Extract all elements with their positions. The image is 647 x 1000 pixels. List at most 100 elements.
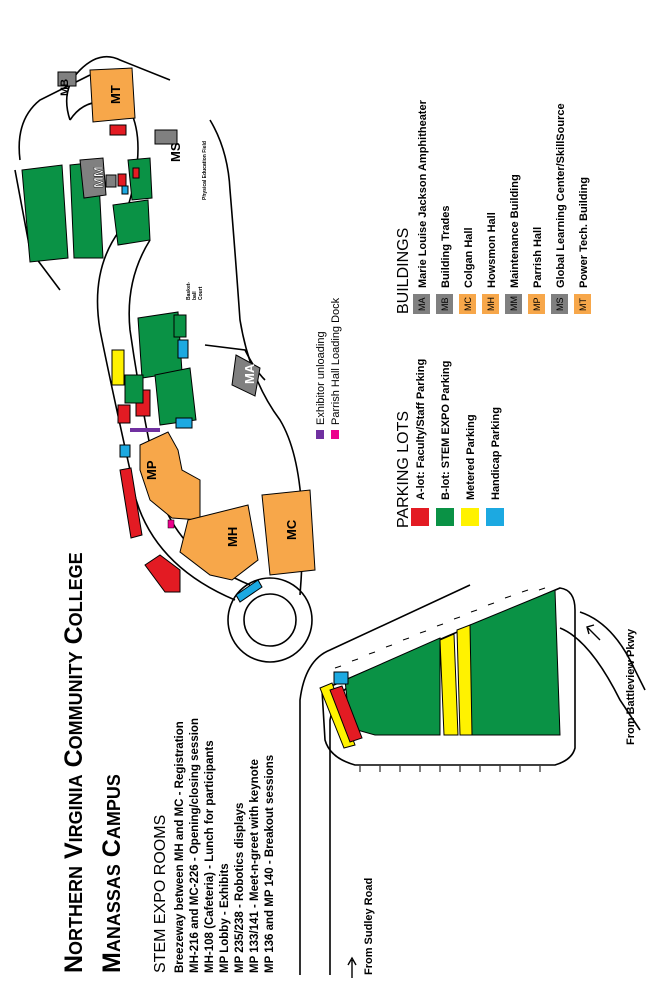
swatch-dock [331, 430, 339, 439]
stem-room-item: MP 235/238 - Robotics displays [234, 803, 246, 973]
b-lot-south-2 [469, 589, 561, 736]
building-mm [79, 157, 107, 199]
code-ma: MA [417, 298, 427, 312]
label-from-battleview: From Battleview Pkwy [625, 628, 637, 745]
b-lot-north-2 [154, 367, 197, 426]
stem-rooms-list: STEM EXPO ROOMS Breezeway between MH and… [152, 718, 276, 973]
parking-lots [21, 124, 561, 749]
b-lot-south-1 [344, 637, 441, 736]
building-mp [139, 431, 201, 521]
stall-row-top [334, 587, 546, 669]
building-mm-annex [105, 174, 117, 188]
lot-outline [321, 587, 576, 766]
code-mb: MB [440, 298, 450, 312]
handicap-mh [235, 579, 263, 603]
a-lot-far-2 [132, 167, 140, 179]
parking-heading: PARKING LOTS [395, 411, 412, 528]
label-mc: MC [284, 519, 299, 540]
swatch-mh [482, 294, 499, 314]
roundabout-inner [243, 593, 297, 647]
name-mm: Maintenance Building [509, 174, 521, 288]
name-mb: Building Trades [440, 205, 452, 288]
metered-north [111, 349, 125, 386]
swatch-mm [505, 294, 522, 314]
magenta-dock [167, 519, 175, 529]
a-lot-south [329, 685, 363, 743]
title-block: Northern Virginia Community College Mana… [60, 552, 126, 973]
swatch-mp [528, 294, 545, 314]
swatch-ma [413, 294, 430, 314]
handicap-south [333, 671, 349, 685]
stem-room-item: MP 136 and MP 140 - Breakout sessions [264, 755, 276, 973]
roundabout-outer [227, 577, 313, 663]
stall-row-bottom [359, 766, 541, 772]
label-exhibitor: Exhibitor unloading [315, 331, 327, 425]
swatch-handicap [486, 508, 504, 526]
parking-stall-marks [334, 587, 546, 772]
stem-room-item: MH-216 and MC-226 - Opening/closing sess… [189, 718, 201, 973]
title-line1: Northern Virginia Community College [60, 552, 88, 973]
b-lot-far-4 [127, 157, 153, 201]
swatch-a-lot [411, 508, 429, 526]
label-physical-ed: Physical Education Field [202, 141, 208, 200]
stem-rooms-heading: STEM EXPO ROOMS [152, 815, 169, 973]
label-mb: MB [59, 79, 71, 96]
b-lot-north-3 [124, 374, 144, 404]
label-ma: MA [242, 363, 257, 384]
purple-unloading [130, 428, 160, 432]
building-mc [261, 489, 316, 576]
label-mt: MT [108, 85, 123, 104]
stem-room-item: MP Lobby - Exhibits [219, 863, 231, 973]
building-mb [57, 71, 77, 87]
stem-room-item: MP 133/141 - Meet-n-greet with keynote [249, 759, 261, 973]
a-lot-west-strip [119, 467, 143, 539]
label-mh: MH [225, 527, 240, 547]
stem-room-item: Breezeway between MH and MC - Registrati… [174, 721, 186, 973]
b-lot-far-1 [21, 164, 69, 263]
code-mp: MP [532, 298, 542, 312]
name-mh: Howsmon Hall [486, 212, 498, 288]
handicap-north [177, 339, 189, 359]
name-ms: Global Learning Center/SkillSource [555, 103, 567, 288]
road-battleview-b [579, 611, 646, 691]
metered-south-2 [439, 633, 459, 736]
code-mh: MH [486, 297, 496, 311]
metered-south-3 [456, 624, 473, 736]
road-north-edge [18, 74, 91, 161]
name-mt: Power Tech. Building [578, 177, 590, 288]
building-ma [231, 354, 261, 397]
loading-legend: Exhibitor unloading Parrish Hall Loading… [315, 297, 342, 439]
basketball-line1: Basket- [186, 282, 192, 300]
buildings-legend: BUILDINGS MA Marie Louise Jackson Amphit… [395, 99, 591, 314]
basketball-line2: ball [192, 291, 198, 300]
swatch-mt [574, 294, 591, 314]
code-mt: MT [578, 298, 588, 311]
label-handicap: Handicap Parking [490, 407, 502, 500]
b-lot-far-3 [112, 199, 151, 246]
code-mc: MC [463, 297, 473, 311]
road-arrows [347, 624, 601, 978]
name-ma: Marie Louise Jackson Amphitheater [417, 99, 429, 288]
a-lot-roundabout [144, 554, 181, 593]
label-mp: MP [144, 460, 159, 480]
code-mm: MM [509, 296, 519, 311]
road-battleview-a [559, 627, 641, 731]
label-ms: MS [168, 142, 183, 162]
arrow-sudley [347, 956, 357, 978]
a-lot-far-1 [117, 173, 127, 187]
swatch-mb [436, 294, 453, 314]
road-east [209, 119, 304, 596]
label-mm: MM [91, 166, 106, 188]
label-a-lot: A-lot: Faculty/Staff Parking [415, 359, 427, 500]
label-dock: Parrish Hall Loading Dock [330, 297, 342, 425]
label-b-lot: B-lot: STEM EXPO Parking [440, 361, 452, 500]
swatch-ms [551, 294, 568, 314]
name-mp: Parrish Hall [532, 227, 544, 288]
building-mh [179, 504, 259, 581]
code-ms: MS [555, 298, 565, 312]
road-north-loop [65, 55, 171, 121]
name-mc: Colgan Hall [463, 227, 475, 288]
buildings-heading: BUILDINGS [395, 228, 412, 314]
building-ms [154, 129, 178, 145]
